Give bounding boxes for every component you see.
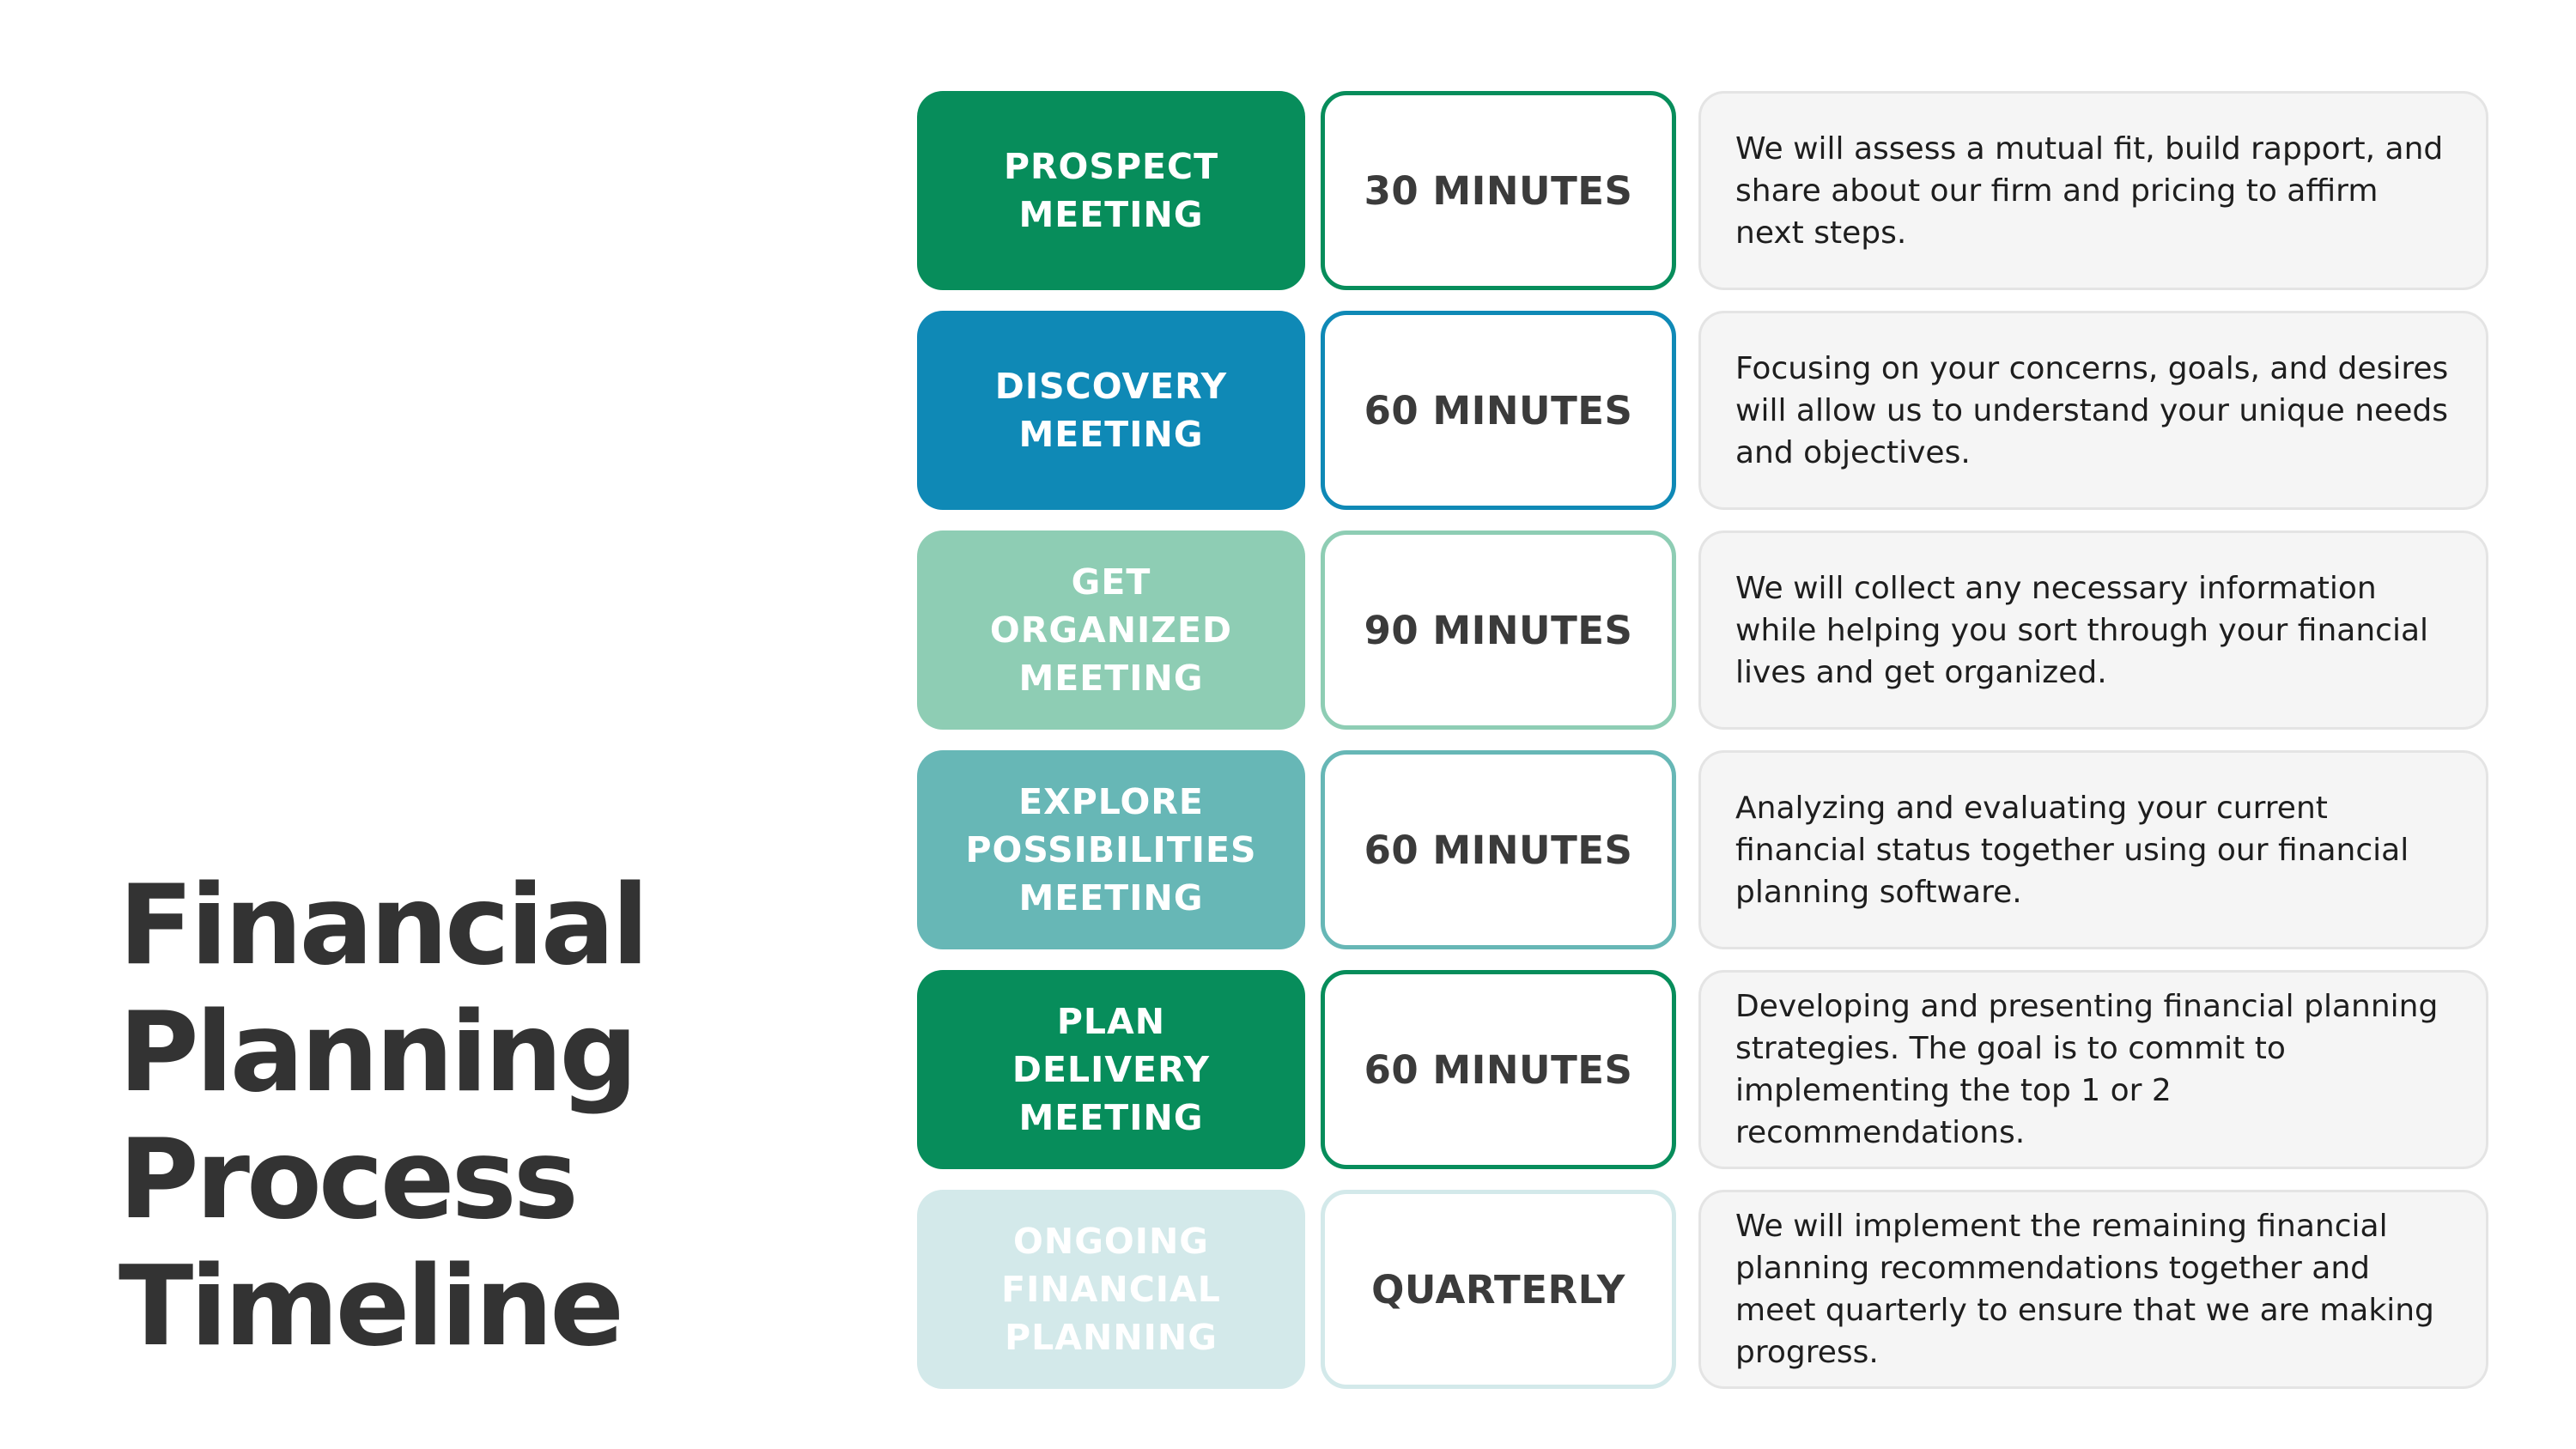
description-text: We will implement the remaining financia… (1735, 1209, 2434, 1370)
duration-box: 60 MINUTES (1321, 311, 1676, 510)
description-text: We will assess a mutual fit, build rappo… (1735, 130, 2444, 251)
title-line: Planning (118, 989, 638, 1117)
duration-label: 60 MINUTES (1364, 1046, 1633, 1093)
duration-label: 30 MINUTES (1364, 167, 1633, 214)
timeline-row-discovery: DISCOVERY MEETING 60 MINUTES Focusing on… (0, 311, 2576, 510)
description-box: We will collect any necessary informatio… (1698, 530, 2488, 730)
timeline-row-ongoing: ONGOING FINANCIAL PLANNING QUARTERLY We … (0, 1190, 2576, 1389)
stage-box: ONGOING FINANCIAL PLANNING (917, 1190, 1305, 1389)
timeline-row-get-organized: GET ORGANIZED MEETING 90 MINUTES We will… (0, 530, 2576, 730)
duration-label: 60 MINUTES (1364, 387, 1633, 433)
stage-label: PLAN DELIVERY MEETING (1012, 1001, 1211, 1138)
title-line: Process (118, 1116, 579, 1244)
description-box: Focusing on your concerns, goals, and de… (1698, 311, 2488, 510)
duration-label: QUARTERLY (1371, 1266, 1625, 1313)
description-text: Analyzing and evaluating your current fi… (1735, 790, 2409, 910)
stage-label: EXPLORE POSSIBILITIES MEETING (965, 781, 1257, 919)
stage-label: ONGOING FINANCIAL PLANNING (1001, 1221, 1221, 1358)
stage-box: PROSPECT MEETING (917, 91, 1305, 290)
description-box: We will assess a mutual fit, build rappo… (1698, 91, 2488, 290)
stage-box: PLAN DELIVERY MEETING (917, 970, 1305, 1169)
timeline-row-plan-delivery: PLAN DELIVERY MEETING 60 MINUTES Develop… (0, 970, 2576, 1169)
description-text: Developing and presenting financial plan… (1735, 989, 2439, 1150)
description-text: We will collect any necessary informatio… (1735, 570, 2429, 690)
stage-box: EXPLORE POSSIBILITIES MEETING (917, 750, 1305, 949)
stage-label: PROSPECT MEETING (1003, 146, 1219, 235)
duration-box: 30 MINUTES (1321, 91, 1676, 290)
description-box: Developing and presenting financial plan… (1698, 970, 2488, 1169)
stage-box: DISCOVERY MEETING (917, 311, 1305, 510)
description-box: Analyzing and evaluating your current fi… (1698, 750, 2488, 949)
duration-label: 90 MINUTES (1364, 607, 1633, 653)
duration-box: QUARTERLY (1321, 1190, 1676, 1389)
duration-box: 60 MINUTES (1321, 750, 1676, 949)
stage-label: GET ORGANIZED MEETING (989, 561, 1233, 699)
duration-label: 60 MINUTES (1364, 827, 1633, 873)
duration-box: 60 MINUTES (1321, 970, 1676, 1169)
title-line: Financial (118, 862, 649, 990)
stage-label: DISCOVERY MEETING (994, 366, 1228, 455)
timeline-row-explore: EXPLORE POSSIBILITIES MEETING 60 MINUTES… (0, 750, 2576, 949)
stage-box: GET ORGANIZED MEETING (917, 530, 1305, 730)
duration-box: 90 MINUTES (1321, 530, 1676, 730)
description-box: We will implement the remaining financia… (1698, 1190, 2488, 1389)
page-title: Financial Planning Process Timeline (118, 862, 649, 1371)
timeline-row-prospect: PROSPECT MEETING 30 MINUTES We will asse… (0, 91, 2576, 290)
description-text: Focusing on your concerns, goals, and de… (1735, 350, 2449, 470)
title-line: Timeline (118, 1243, 624, 1371)
